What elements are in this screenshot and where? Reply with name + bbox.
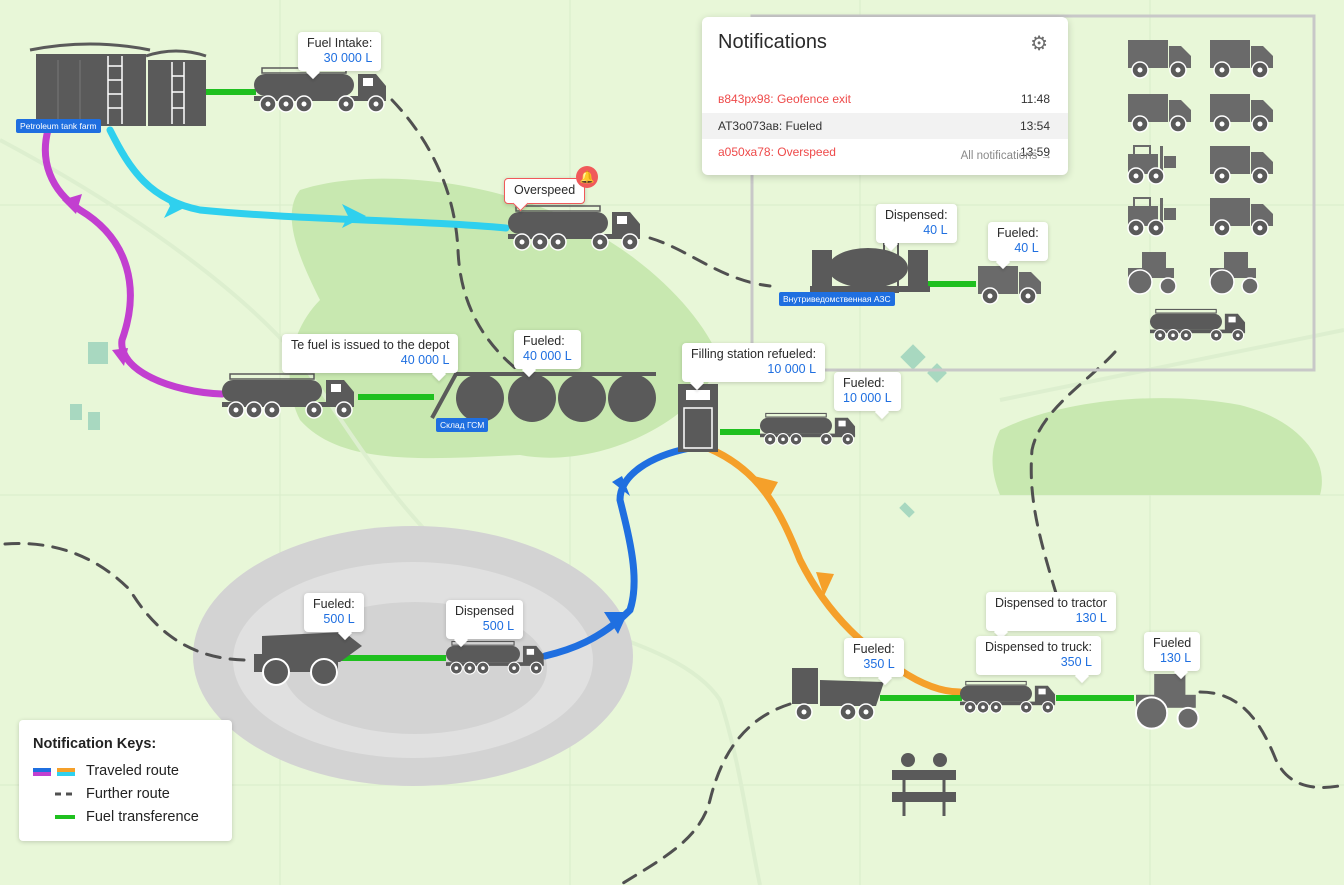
callout-title: Fueled: — [523, 334, 565, 348]
callout-value: 40 L — [923, 223, 948, 237]
callout-fuel-intake: Fuel Intake: 30 000 L — [298, 32, 382, 71]
callout-value: 130 L — [1075, 611, 1107, 625]
legend-item-traveled: Traveled route — [86, 763, 179, 779]
gas-station-label: Внутриведомственная АЗС — [779, 292, 895, 306]
callout-title: Dispensed to tractor — [995, 596, 1107, 610]
gas-station — [810, 235, 930, 293]
callout-overspeed[interactable]: Overspeed — [504, 178, 586, 204]
route-arrows — [62, 194, 834, 634]
callout-dispensed-station: Dispensed: 40 L — [876, 204, 957, 243]
legend-title: Notification Keys: — [33, 736, 157, 752]
callout-fueled-dump-truck: Fueled: 350 L — [844, 638, 904, 677]
alert-bell-icon[interactable]: 🔔 — [576, 166, 598, 188]
callout-title: Dispensed: — [885, 208, 948, 222]
callout-title: Dispensed — [455, 604, 515, 618]
further-routes — [3, 98, 1344, 885]
callout-title: Fueled: — [853, 642, 895, 656]
legend: Notification Keys: Traveled route Furthe… — [19, 720, 232, 841]
depot-label: Склад ГСМ — [436, 418, 489, 432]
fueled-van[interactable] — [978, 266, 1041, 304]
palette-van-icon — [1210, 40, 1273, 78]
palette-forklift-icon — [1128, 146, 1176, 184]
callout-fueled-van: Fueled: 40 L — [988, 222, 1048, 261]
callout-value: 500 L — [482, 619, 515, 633]
legend-swatches — [33, 768, 75, 819]
notification-text: а050ха78: Overspeed — [718, 145, 836, 159]
callout-fueled-dumper: Fueled: 500 L — [304, 593, 364, 632]
callout-title: Te fuel is issued to the depot — [291, 338, 450, 352]
all-notifications-link[interactable]: All notifications → — [960, 150, 1052, 162]
callout-value: 10 000 L — [843, 391, 892, 405]
callout-title: Overspeed — [514, 183, 576, 197]
notification-item[interactable]: АТ3о073ав: Fueled 13:54 — [702, 113, 1068, 139]
palette-van-icon — [1210, 198, 1273, 236]
dump-truck[interactable] — [792, 668, 884, 721]
gear-icon[interactable]: ⚙ — [1030, 33, 1048, 55]
mining-dump-truck[interactable] — [254, 632, 362, 686]
callout-value: 130 L — [1159, 651, 1192, 665]
legend-item-further: Further route — [86, 786, 170, 802]
callout-title: Fuel Intake: — [307, 36, 373, 50]
fuel-depot — [430, 372, 656, 422]
notification-text: АТ3о073ав: Fueled — [718, 119, 823, 133]
callout-title: Fueled: — [313, 597, 355, 611]
palette-tanker-icon — [1150, 309, 1245, 341]
notification-item[interactable]: а050ха78: Overspeed 13:59 — [702, 139, 1068, 165]
callout-value: 40 000 L — [400, 353, 450, 367]
fuel-tanker-small[interactable] — [760, 413, 855, 445]
callout-fueled-depot: Fueled: 40 000 L — [514, 330, 581, 369]
callout-filling-refueled: Filling station refueled: 10 000 L — [682, 343, 826, 382]
callout-dispensed-quarry: Dispensed 500 L — [446, 600, 524, 639]
callout-title: Fueled: — [997, 226, 1039, 240]
callout-fueled-tractor: Fueled 130 L — [1144, 632, 1201, 671]
legend-item-transfer: Fuel transference — [86, 809, 199, 825]
callout-value: 10 000 L — [767, 362, 817, 376]
notifications-title: Notifications — [718, 31, 827, 53]
palette-tractor-icon — [1127, 251, 1177, 295]
callout-dispensed-tractor: Dispensed to tractor 130 L — [986, 592, 1116, 631]
notification-time: 13:54 — [1019, 119, 1050, 133]
callout-value: 30 000 L — [323, 51, 373, 65]
palette-van-icon — [1210, 94, 1273, 132]
notification-time: 11:48 — [1020, 92, 1050, 106]
callout-value: 500 L — [323, 612, 355, 626]
fuel-dispenser — [678, 384, 718, 452]
callout-value: 350 L — [863, 657, 895, 671]
callout-value: 350 L — [1060, 655, 1092, 669]
notification-text: в843рх98: Geofence exit — [718, 92, 851, 106]
callout-title: Filling station refueled: — [691, 347, 817, 361]
tank-farm-label: Petroleum tank farm — [16, 119, 101, 133]
notifications-panel: Notifications ⚙ в843рх98: Geofence exit … — [702, 17, 1068, 175]
callout-value: 40 000 L — [523, 349, 572, 363]
callout-fueled-small-tanker: Fueled: 10 000 L — [834, 372, 901, 411]
palette-van-icon — [1210, 146, 1273, 184]
notification-item[interactable]: в843рх98: Geofence exit 11:48 — [702, 86, 1068, 112]
vehicle-panel-frame — [750, 14, 1316, 372]
callout-dispensed-truck: Dispensed to truck: 350 L — [976, 636, 1101, 675]
callout-title: Fueled: — [843, 376, 885, 390]
fuel-tanker-field[interactable] — [960, 681, 1055, 713]
petroleum-tank-farm — [29, 42, 207, 126]
palette-forklift-icon — [1128, 198, 1176, 236]
notification-time: 13:59 — [1019, 145, 1050, 159]
palette-van-icon — [1128, 94, 1191, 132]
callout-value: 40 L — [1014, 241, 1039, 255]
tractor[interactable] — [1135, 673, 1200, 730]
fuel-transfer-lines — [205, 89, 1134, 701]
callout-title: Fueled — [1153, 636, 1192, 650]
palette-van-icon — [1128, 40, 1191, 78]
road-barrier — [892, 753, 956, 816]
palette-tractor-icon — [1209, 251, 1259, 295]
callout-issued-depot: Te fuel is issued to the depot 40 000 L — [282, 334, 459, 373]
fuel-tanker-intake[interactable] — [254, 68, 386, 112]
callout-title: Dispensed to truck: — [985, 640, 1092, 654]
